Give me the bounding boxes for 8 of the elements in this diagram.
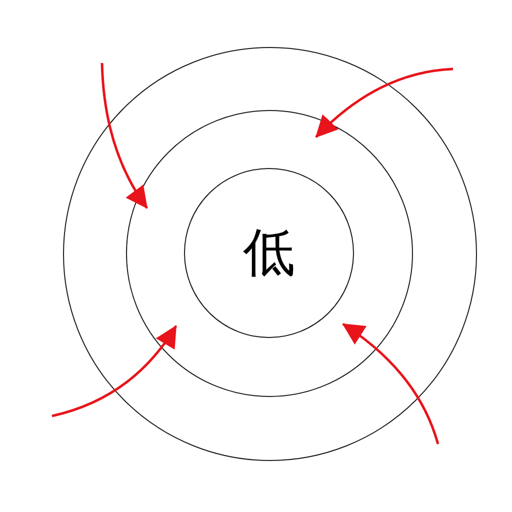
outer-circle [62, 47, 476, 461]
curved-arrow [100, 62, 148, 209]
inner-circle [184, 168, 354, 338]
curved-arrow [52, 325, 178, 418]
middle-circle [126, 110, 413, 398]
curved-arrow [342, 322, 440, 444]
center-label: 低 [242, 227, 295, 280]
curved-arrow [315, 68, 454, 138]
